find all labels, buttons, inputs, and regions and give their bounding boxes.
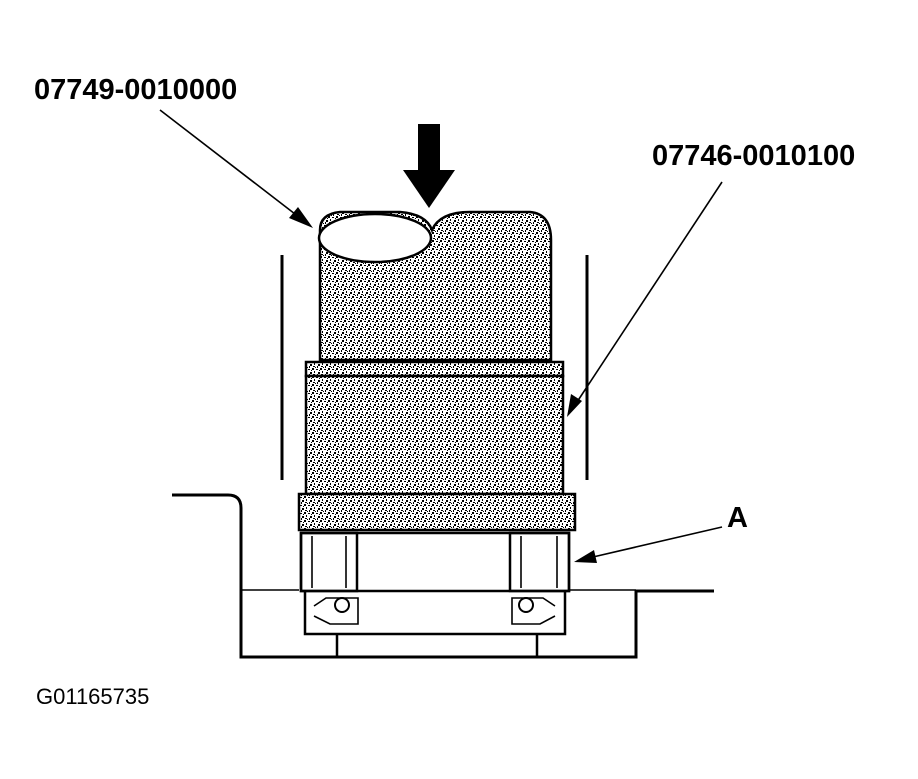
- figure-id: G01165735: [36, 684, 149, 709]
- attachment-upper-ring: [304, 360, 565, 378]
- bearing: [299, 531, 571, 657]
- leader-tool-top: [159, 109, 313, 228]
- leader-tool-right: [567, 181, 723, 417]
- leader-part-a: [574, 526, 723, 563]
- housing-outline: [172, 255, 714, 659]
- ball-left: [334, 597, 350, 613]
- driver-handle: [317, 210, 553, 362]
- callout-tool-top: 07749-0010000: [34, 74, 237, 106]
- attachment-body: [304, 374, 565, 496]
- callout-part-a: A: [727, 502, 748, 534]
- handle-top-face: [317, 212, 433, 264]
- driver-attachment: [297, 360, 577, 532]
- callout-tool-right: 07746-0010100: [652, 140, 855, 172]
- attachment-flange: [297, 492, 577, 532]
- ball-right: [518, 597, 534, 613]
- down-arrow-icon: [403, 124, 455, 208]
